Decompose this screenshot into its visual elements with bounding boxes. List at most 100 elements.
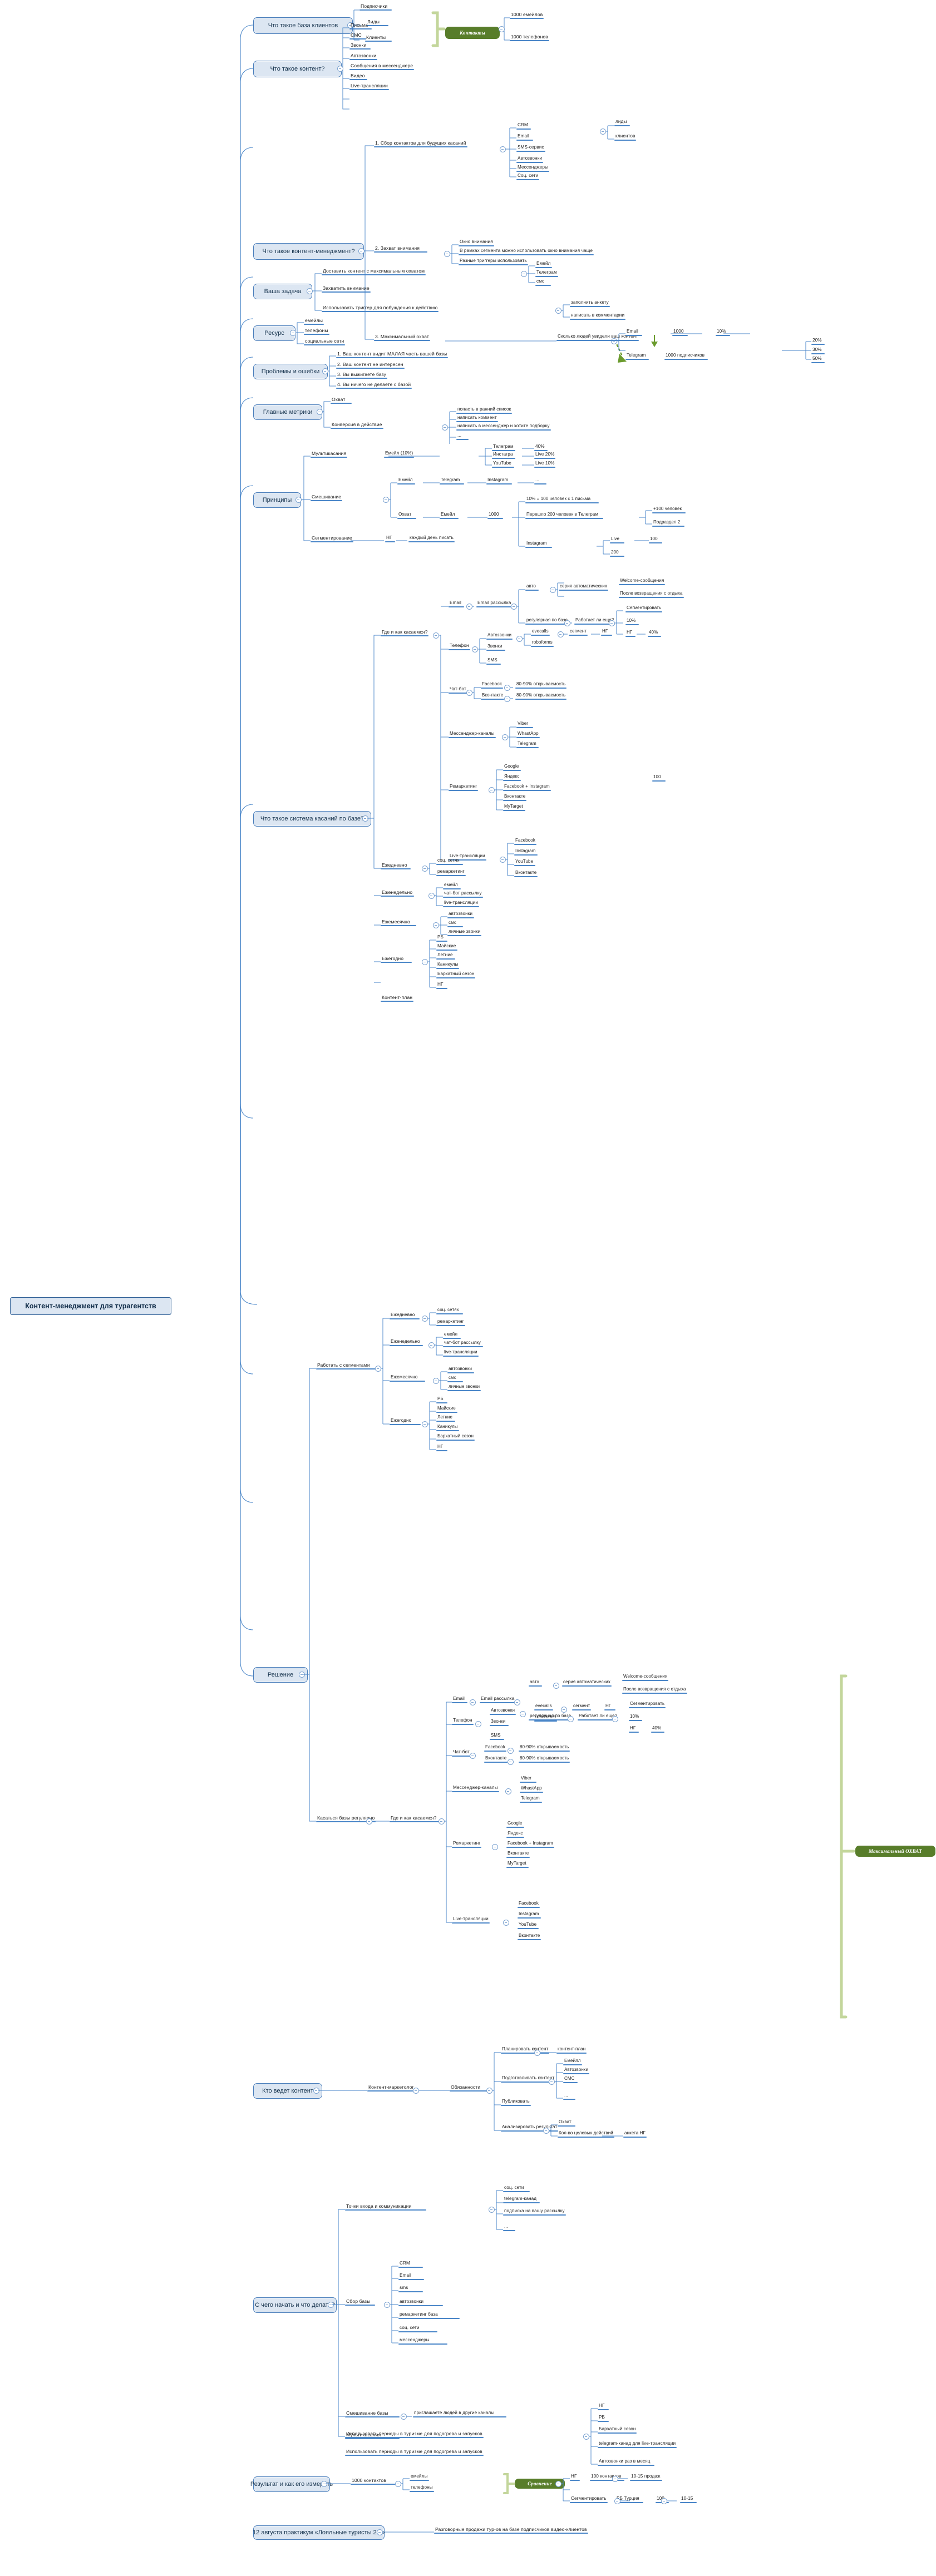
node-sol-vk[interactable]: Вконтакте bbox=[484, 1756, 508, 1763]
node-work-with-segments[interactable]: Работать с сегментами bbox=[316, 1362, 376, 1370]
node-sol-fb[interactable]: Facebook bbox=[484, 1744, 506, 1752]
node-metric-more[interactable]: ... bbox=[456, 433, 469, 441]
node-sol-vk-open[interactable]: 80-90% открываемость bbox=[519, 1756, 570, 1763]
node-sol-weekly[interactable]: Еженедельно bbox=[390, 1339, 423, 1347]
node-touch-base-regularly[interactable]: Касаться базы регулярно bbox=[316, 1815, 376, 1823]
node-sol-after-return[interactable]: После возвращения с отдыха bbox=[622, 1687, 687, 1694]
node-mix-reach[interactable]: Охват bbox=[397, 512, 416, 520]
collapse-marker[interactable] bbox=[290, 330, 296, 336]
node-multitouch-start[interactable]: Мультикасания bbox=[345, 2432, 400, 2440]
node-sol-live[interactable]: Live-трансляции bbox=[452, 1916, 490, 1924]
topic-practicum[interactable]: 12 августа практикум «Лояльные туристы 2… bbox=[253, 2525, 385, 2540]
node-problem-1[interactable]: 1. Ваш контент видит МАЛАЯ часть вашей б… bbox=[336, 351, 448, 359]
node-sol-40pct[interactable]: 40% bbox=[651, 1725, 664, 1733]
node-sol-autocalls[interactable]: Автозвонки bbox=[490, 1708, 516, 1715]
node-ts-mytarget[interactable]: MyTarget bbox=[503, 804, 525, 812]
node-ts-10pct[interactable]: 10% bbox=[625, 618, 639, 626]
node-crm-leads[interactable]: лиды bbox=[614, 119, 630, 127]
node-ts-telegram[interactable]: Telegram bbox=[516, 741, 539, 749]
node-ts-yandex[interactable]: Яндекс bbox=[503, 774, 521, 782]
node-analytic-reach[interactable]: Охват bbox=[558, 2119, 575, 2127]
node-ts-google[interactable]: Google bbox=[503, 764, 521, 772]
node-result-rb-turkey[interactable]: РБ Турция bbox=[615, 2496, 643, 2504]
node-fill-form[interactable]: заполнить анкету bbox=[570, 300, 610, 308]
collapse-marker[interactable] bbox=[514, 1699, 520, 1705]
node-result-emails[interactable]: емейлы bbox=[410, 2474, 429, 2481]
chip-max-reach[interactable]: Максимальный ОХВАТ bbox=[855, 1846, 935, 1857]
node-1000-contacts[interactable]: 1000 контактов bbox=[351, 2478, 396, 2485]
node-result-segment[interactable]: Сегментировать bbox=[570, 2496, 608, 2504]
node-clients[interactable]: Клиенты bbox=[365, 34, 392, 42]
node-mt-instagram[interactable]: Инстагра bbox=[492, 452, 515, 459]
node-mt-40[interactable]: 40% bbox=[534, 444, 548, 452]
node-ts-ng[interactable]: НГ bbox=[625, 630, 636, 637]
node-task-telegram[interactable]: Телеграм bbox=[535, 270, 558, 278]
node-ts-weekly-chatbot[interactable]: чат-бот рассылку bbox=[443, 891, 483, 898]
node-sol-fb-open[interactable]: 80-90% открываемость bbox=[519, 1744, 570, 1752]
node-sol-monthly[interactable]: Ежемесячно bbox=[390, 1374, 425, 1382]
node-publish[interactable]: Публиковать bbox=[501, 2099, 531, 2107]
node-cm-step3[interactable]: 3. Максимальный охват bbox=[374, 334, 430, 342]
node-sol-evecalls[interactable]: evecalls bbox=[534, 1703, 553, 1711]
node-ts-fb-open[interactable]: 80-90% открываемость bbox=[515, 681, 566, 689]
chip-comparison[interactable]: Сравнение bbox=[515, 2479, 565, 2489]
node-sol-monthly-sms[interactable]: смс bbox=[447, 1375, 463, 1383]
node-ts-phone[interactable]: Телефон bbox=[449, 643, 470, 651]
node-live-broadcasts[interactable]: Live-трансляции bbox=[349, 83, 389, 91]
node-task-sms[interactable]: смс bbox=[535, 279, 551, 286]
collapse-marker[interactable] bbox=[508, 1759, 514, 1765]
node-ts-yearly-may[interactable]: Майские bbox=[436, 943, 457, 951]
node-prepare-content[interactable]: Подготавливать контент bbox=[501, 2075, 555, 2083]
collapse-marker[interactable] bbox=[358, 248, 364, 254]
node-crm[interactable]: CRM bbox=[516, 122, 531, 130]
collapse-marker[interactable] bbox=[466, 604, 472, 610]
collapse-marker[interactable] bbox=[422, 1421, 428, 1427]
collapse-marker[interactable] bbox=[504, 696, 510, 702]
node-1000-emails[interactable]: 1000 емейлов bbox=[510, 12, 544, 19]
node-ts-daily-social[interactable]: соц. сетях bbox=[436, 858, 463, 866]
node-collect-autocalls[interactable]: автозвонки bbox=[398, 2299, 443, 2307]
collapse-marker[interactable] bbox=[502, 734, 508, 740]
node-where-how-touch[interactable]: Где и как касаемся? bbox=[381, 629, 428, 637]
topic-touch-system[interactable]: Что такое система касаний по базе? bbox=[253, 811, 371, 827]
node-ts-daily-remarket[interactable]: ремаркетинг bbox=[436, 869, 466, 877]
node-problem-3[interactable]: 3. Вы выжигаете базу bbox=[336, 372, 387, 379]
collapse-marker[interactable] bbox=[534, 2050, 540, 2056]
node-sol-email[interactable]: Email bbox=[452, 1696, 467, 1704]
node-s ol-still-works[interactable]: Работает ли еще? bbox=[578, 1713, 618, 1721]
node-deliver-content[interactable]: Доставить контент с максимальным охватом bbox=[322, 268, 426, 276]
node-cm-smsservice[interactable]: SMS-сервис bbox=[516, 145, 545, 152]
node-entry-social[interactable]: соц. сети bbox=[503, 2185, 530, 2193]
collapse-marker[interactable] bbox=[395, 2481, 401, 2487]
node-entry-points[interactable]: Точки входа и коммуникации bbox=[345, 2203, 426, 2211]
collapse-marker[interactable] bbox=[307, 288, 313, 294]
node-ts-ng2[interactable]: НГ bbox=[601, 629, 612, 636]
node-how-many-saw[interactable]: Сколько людей увидели ваш контент bbox=[556, 334, 639, 342]
collapse-marker[interactable] bbox=[583, 2434, 589, 2440]
node-sol-yearly-may[interactable]: Майские bbox=[436, 1406, 457, 1413]
node-ts-email[interactable]: Email bbox=[449, 600, 464, 608]
node-sol-live-vk[interactable]: Вконтакте bbox=[518, 1933, 541, 1941]
collapse-marker[interactable] bbox=[475, 1721, 481, 1727]
node-task-email[interactable]: Емейл bbox=[535, 261, 552, 269]
node-sol-monthly-autocalls[interactable]: автозвонки bbox=[447, 1366, 474, 1374]
node-ts-regular[interactable]: регулярная по базе bbox=[525, 617, 569, 625]
node-10pct-100people[interactable]: 10% = 100 человек с 1 письма bbox=[525, 496, 599, 504]
node-write-comment-metric[interactable]: написать коммент bbox=[456, 415, 498, 423]
collapse-marker[interactable] bbox=[433, 632, 439, 639]
topic-client-base[interactable]: Что такое база клиентов bbox=[253, 17, 353, 34]
node-mix-instagram[interactable]: Instagram bbox=[486, 477, 512, 485]
collapse-marker[interactable] bbox=[499, 26, 505, 32]
node-res-emails[interactable]: емейлы bbox=[304, 318, 324, 325]
collapse-marker[interactable] bbox=[433, 922, 439, 928]
collapse-marker[interactable] bbox=[492, 1844, 498, 1850]
node-reach-1000-subs[interactable]: 1000 подписчиков bbox=[664, 353, 708, 360]
node-mt-live20[interactable]: Live 20% bbox=[534, 452, 555, 459]
collapse-marker[interactable] bbox=[508, 1748, 514, 1754]
collapse-marker[interactable] bbox=[328, 2302, 334, 2308]
node-mix-base[interactable]: Смешивание базы bbox=[345, 2410, 400, 2418]
node-prep-more[interactable]: ... bbox=[563, 2093, 575, 2100]
collapse-marker[interactable] bbox=[384, 2302, 390, 2308]
node-sol-sms[interactable]: SMS bbox=[490, 1733, 504, 1741]
node-sol-yearly-holidays[interactable]: Каникулы bbox=[436, 1424, 459, 1432]
